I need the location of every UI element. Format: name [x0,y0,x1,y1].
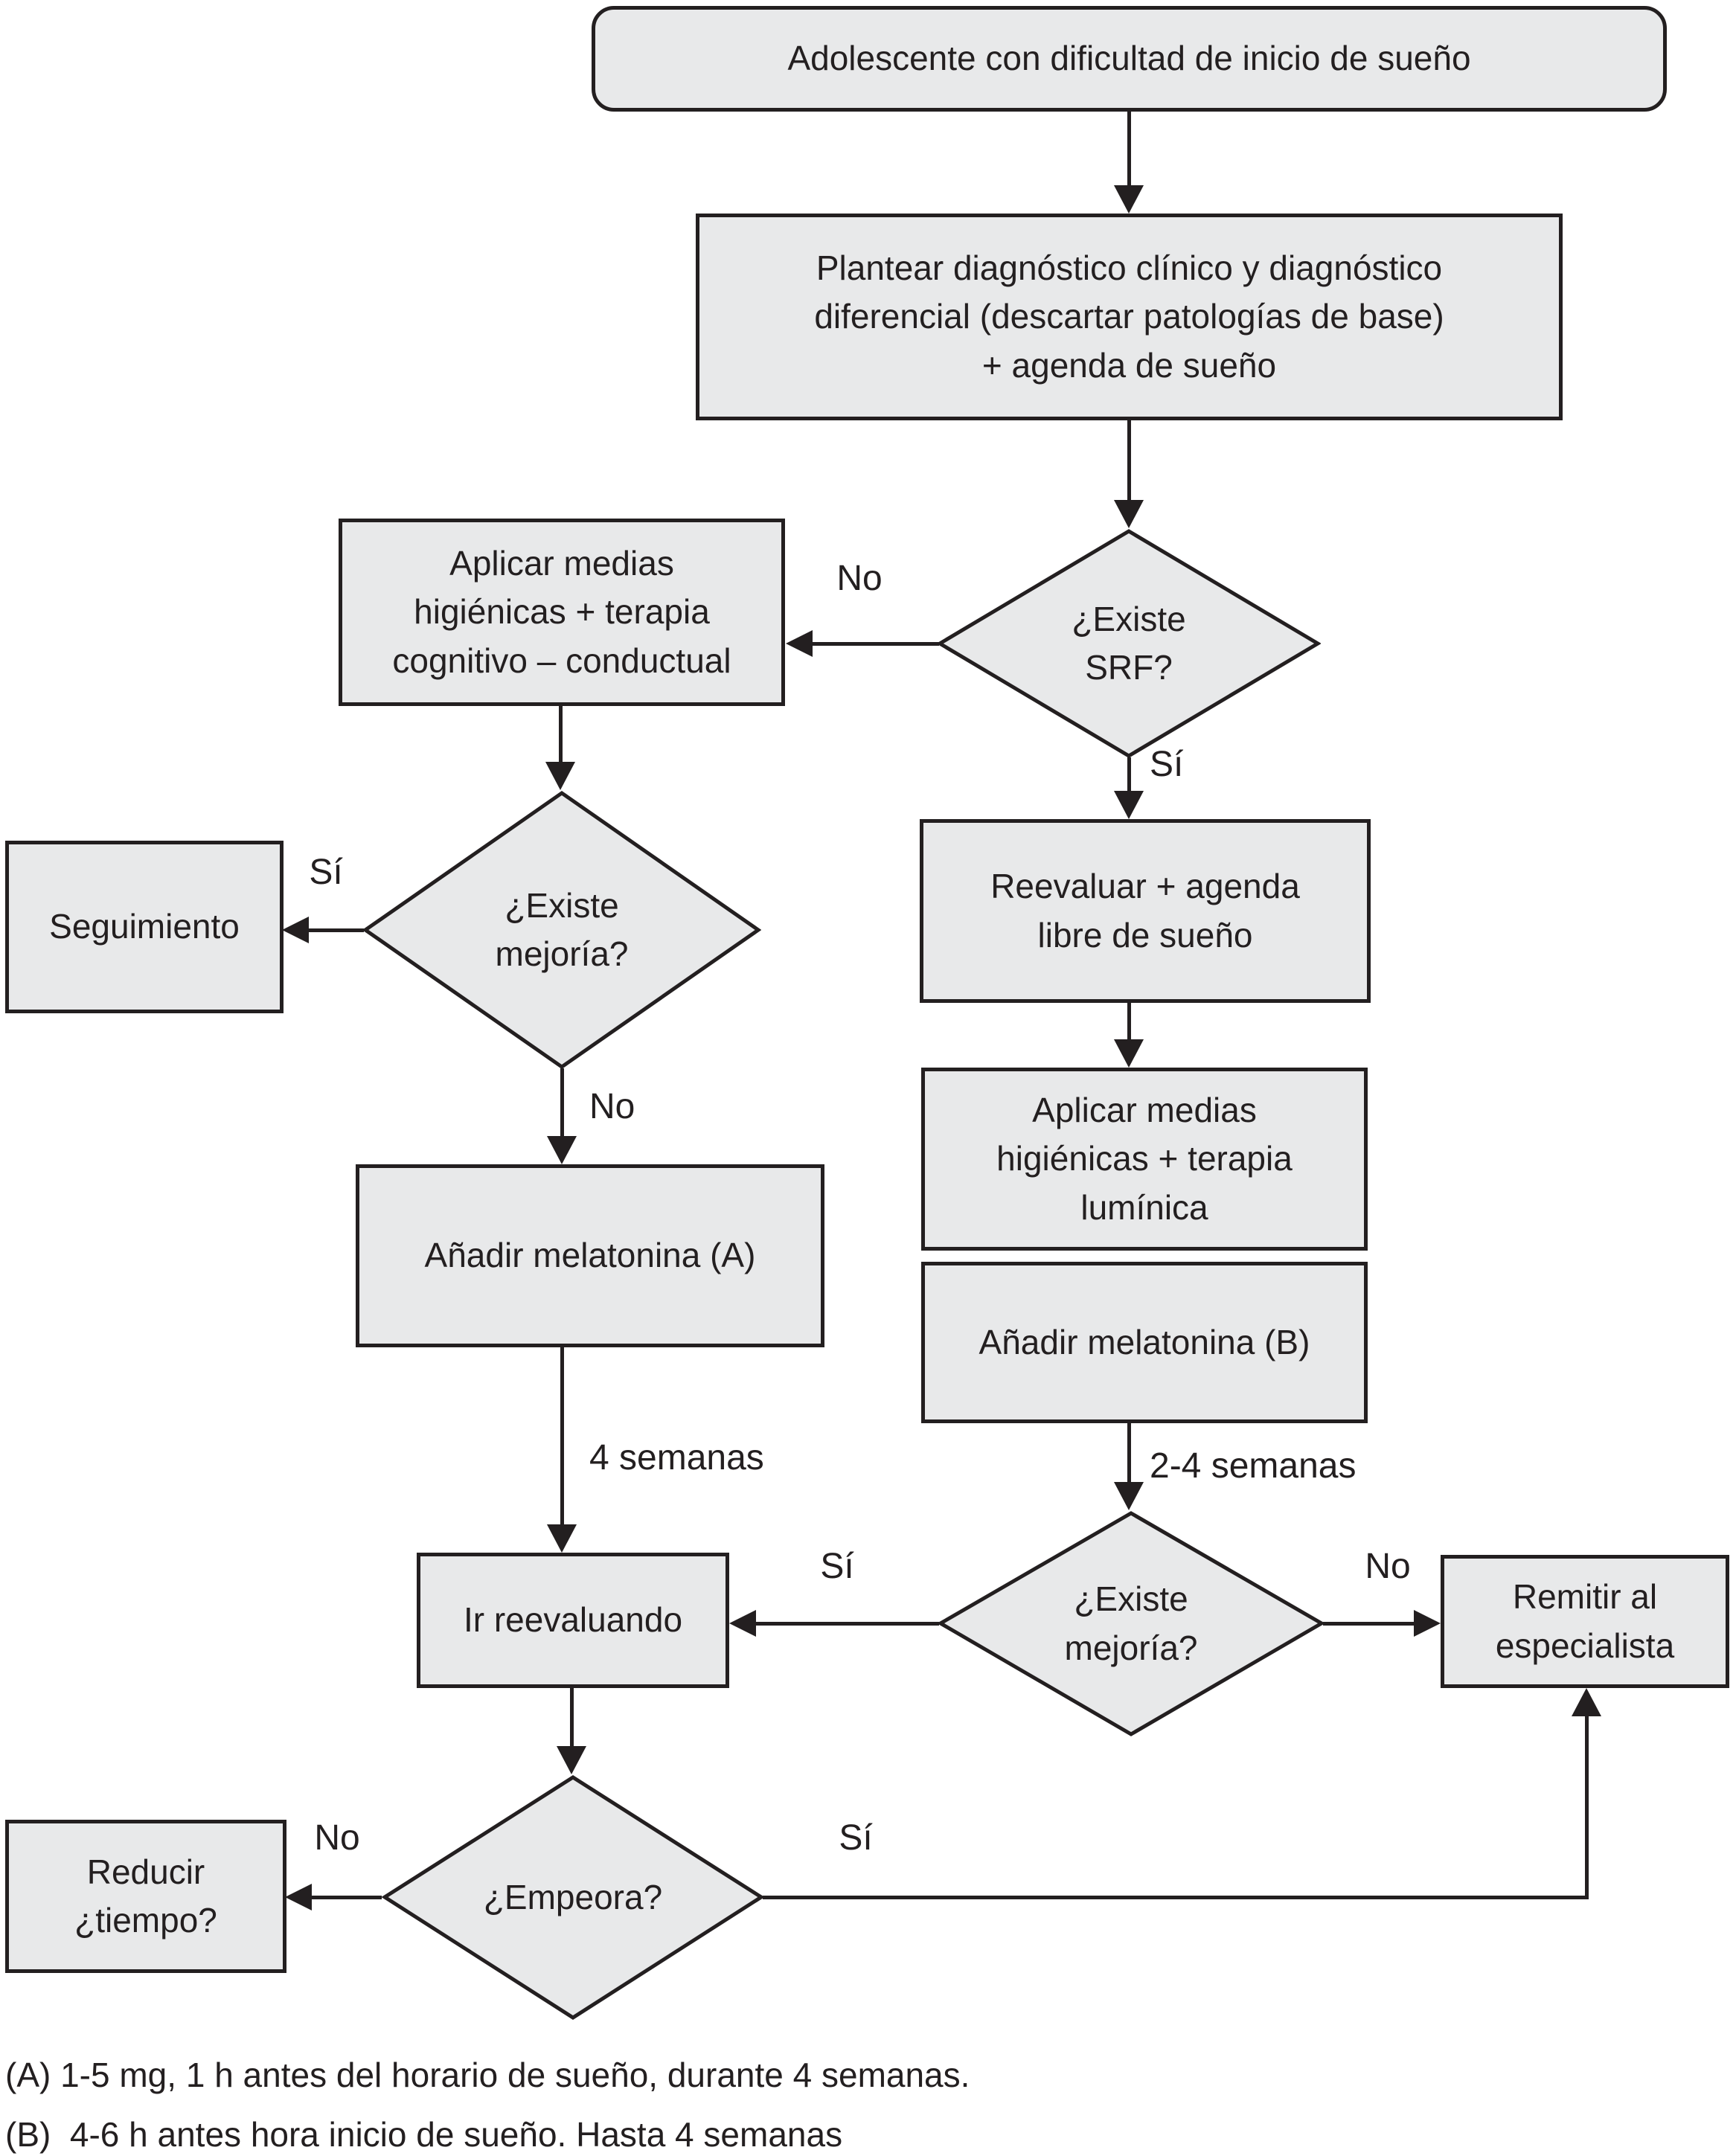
decision-existe-mejoria-2: ¿Existe mejoría? [938,1510,1325,1737]
node-aplicar-cognitivo-conductual: Aplicar medias higiénicas + terapia cogn… [339,519,785,706]
edge-label-empeora-si: Sí [839,1818,873,1858]
node-ir-reevaluando: Ir reevaluando [417,1553,729,1688]
node-aplicar-terapia-luminica-label: Aplicar medias higiénicas + terapia lumí… [996,1091,1293,1227]
node-adolescente: Adolescente con dificultad de inicio de … [592,6,1667,112]
edge-label-mejoria2-si: Sí [820,1547,854,1586]
connector-mejoria2-no [1323,1622,1415,1626]
arrowhead-adolescente-plantear [1114,185,1144,214]
node-aplicar-terapia-luminica: Aplicar medias higiénicas + terapia lumí… [921,1068,1368,1251]
arrowhead-mejoria1-no [547,1136,577,1164]
connector-empeora-no [310,1896,382,1899]
decision-existe-srf-label: ¿Existe SRF? [1072,599,1186,687]
node-anadir-melatonina-a-label: Añadir melatonina (A) [424,1236,756,1275]
edge-label-2-4-semanas: 2-4 semanas [1150,1446,1357,1486]
arrowhead-srf-si [1114,791,1144,819]
decision-existe-srf-shape [937,529,1321,758]
node-reducir-tiempo: Reducir ¿tiempo? [5,1820,286,1973]
node-remitir-especialista-label: Remitir al especialista [1495,1577,1675,1665]
decision-existe-mejoria-1-shape [362,790,761,1070]
node-seguimiento: Seguimiento [5,841,284,1013]
edge-label-mejoria2-no: No [1365,1547,1411,1586]
edge-label-mejoria1-no: No [589,1087,635,1126]
connector-ir-reevaluando-empeora [570,1687,574,1749]
connector-empeora-si-horizontal [763,1896,1589,1899]
decision-existe-srf: ¿Existe SRF? [937,528,1321,759]
decision-existe-mejoria-1-label: ¿Existe mejoría? [495,885,629,973]
footnote-a: (A) 1-5 mg, 1 h antes del horario de sue… [5,2056,970,2094]
arrowhead-empeora-si [1572,1688,1601,1716]
node-reevaluar-agenda-label: Reevaluar + agenda libre de sueño [990,867,1300,955]
arrowhead-mejoria1-si [282,917,309,943]
connector-reevaluar-luminica [1127,1001,1131,1041]
arrowhead-ir-reevaluando-empeora [557,1746,586,1774]
node-anadir-melatonina-a: Añadir melatonina (A) [356,1164,824,1347]
arrowhead-srf-no [786,630,813,657]
node-anadir-melatonina-b: Añadir melatonina (B) [921,1262,1368,1423]
connector-srf-no [811,642,939,646]
arrowhead-cognitivo-mejoria1 [545,762,575,790]
connector-mejoria1-no [560,1068,564,1138]
decision-empeora: ¿Empeora? [382,1774,764,2021]
node-aplicar-cognitivo-conductual-label: Aplicar medias higiénicas + terapia cogn… [392,544,731,680]
node-plantear-diagnostico: Plantear diagnóstico clínico y diagnósti… [696,214,1563,420]
node-remitir-especialista: Remitir al especialista [1441,1555,1729,1688]
connector-empeora-si-vertical [1585,1715,1589,1899]
arrowhead-empeora-no [285,1884,312,1910]
node-plantear-diagnostico-label: Plantear diagnóstico clínico y diagnósti… [814,248,1444,385]
edge-label-mejoria1-si: Sí [309,853,343,892]
arrowhead-melatonina-b-mejoria2 [1114,1482,1144,1510]
connector-melatonina-a-ir-reevaluando [560,1346,564,1524]
arrowhead-mejoria2-no [1414,1610,1441,1637]
node-anadir-melatonina-b-label: Añadir melatonina (B) [978,1322,1310,1361]
connector-plantear-srf [1127,419,1131,502]
footnote-b: (B) 4-6 h antes hora inicio de sueño. Ha… [5,2115,843,2154]
arrowhead-melatonina-a-ir-reevaluando [547,1524,577,1553]
connector-srf-si [1127,757,1131,794]
decision-existe-mejoria-1: ¿Existe mejoría? [362,790,761,1070]
connector-adolescente-plantear [1127,110,1131,188]
arrowhead-reevaluar-luminica [1114,1039,1144,1068]
decision-empeora-label: ¿Empeora? [483,1877,663,1916]
decision-empeora-shape [382,1775,764,2020]
edge-label-4-semanas: 4 semanas [589,1438,764,1478]
connector-mejoria2-si [755,1622,939,1626]
connector-melatonina-b-mejoria2 [1127,1422,1131,1483]
decision-existe-mejoria-2-label: ¿Existe mejoría? [1064,1579,1198,1667]
edge-label-srf-no: No [836,559,883,598]
edge-label-srf-si: Sí [1150,745,1184,784]
arrowhead-mejoria2-si [729,1610,756,1637]
node-adolescente-label: Adolescente con dificultad de inicio de … [787,39,1471,78]
arrowhead-plantear-srf [1114,500,1144,528]
edge-label-empeora-no: No [314,1818,360,1858]
decision-existe-mejoria-2-shape [938,1511,1325,1736]
node-seguimiento-label: Seguimiento [49,907,240,946]
node-reducir-tiempo-label: Reducir ¿tiempo? [74,1852,217,1940]
node-ir-reevaluando-label: Ir reevaluando [463,1600,683,1640]
connector-cognitivo-mejoria1 [559,705,563,764]
connector-mejoria1-si [307,928,364,932]
node-reevaluar-agenda: Reevaluar + agenda libre de sueño [920,819,1371,1003]
